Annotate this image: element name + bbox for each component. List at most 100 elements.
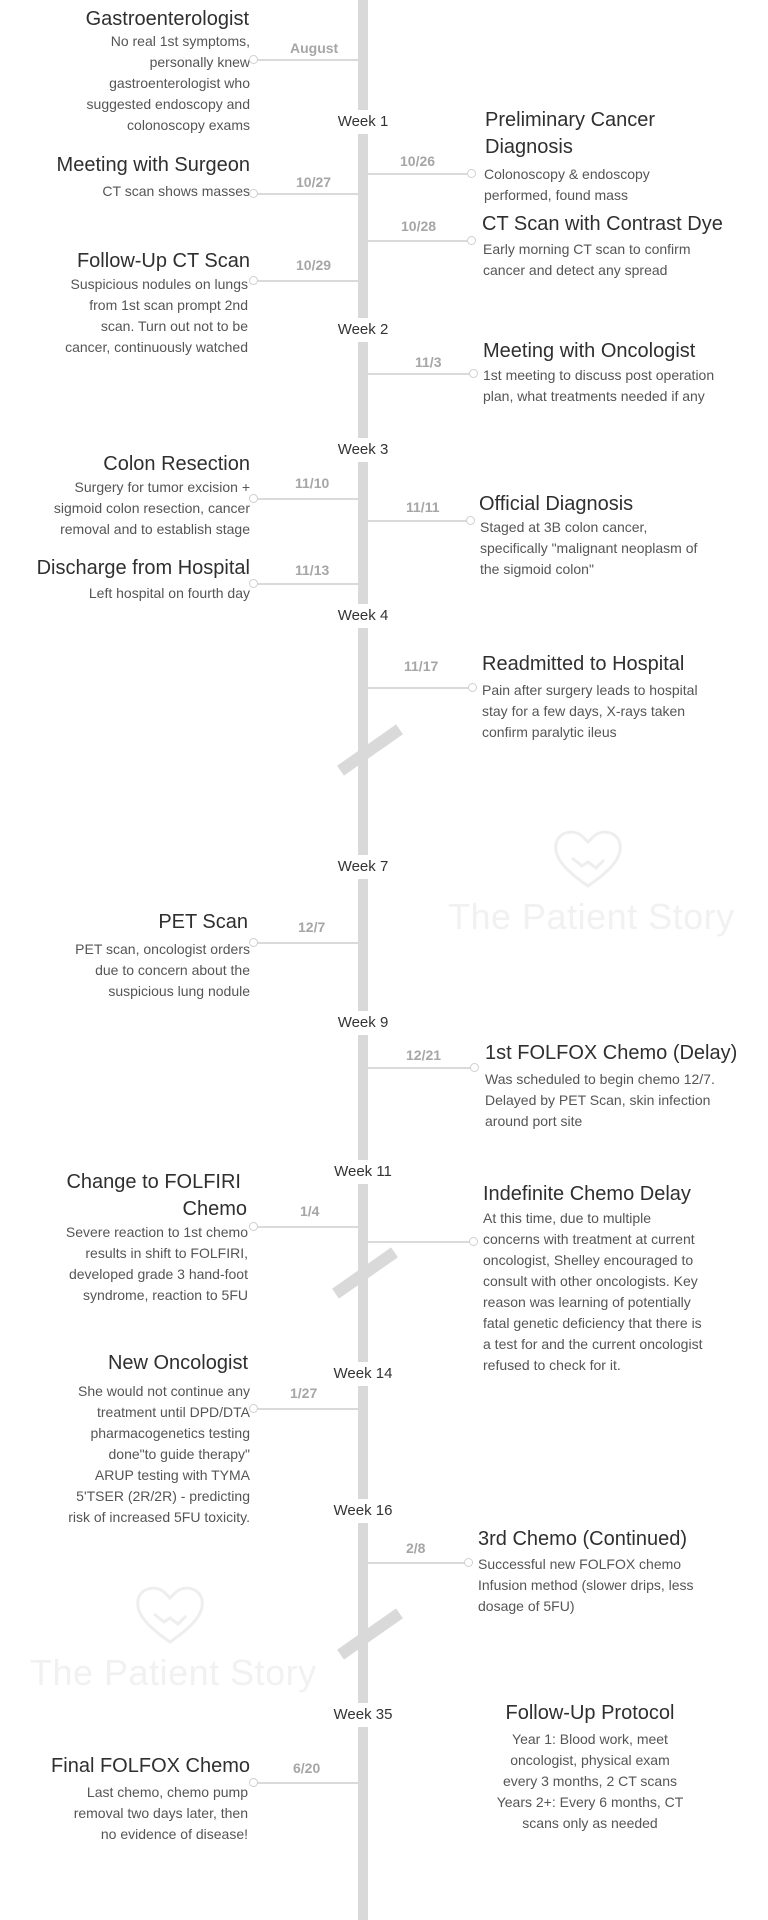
event-description: Staged at 3B colon cancer,specifically "… xyxy=(480,519,698,577)
week-label: Week 35 xyxy=(333,1706,393,1723)
connector-dot xyxy=(469,1237,478,1246)
week-label: Week 3 xyxy=(337,441,389,458)
week-gap xyxy=(330,1362,400,1386)
watermark-text: The Patient Story xyxy=(448,896,735,937)
connector-dot xyxy=(464,1558,473,1567)
connector-dot xyxy=(469,369,478,378)
event-description: CT scan shows masses xyxy=(102,183,250,199)
connector-line xyxy=(254,1408,358,1410)
event-title: Indefinite Chemo Delay xyxy=(483,1183,691,1205)
connector-dot xyxy=(466,516,475,525)
event-date: 11/17 xyxy=(404,658,439,674)
connector-line xyxy=(254,59,358,61)
event-date: August xyxy=(290,40,339,56)
connector-dot xyxy=(470,1063,479,1072)
week-gap xyxy=(330,438,400,462)
week-label: Week 9 xyxy=(337,1014,389,1031)
event-title: PET Scan xyxy=(158,911,248,933)
week-label: Week 4 xyxy=(337,607,389,624)
connector-dot xyxy=(468,683,477,692)
event-description: Left hospital on fourth day xyxy=(88,585,250,601)
connector-line xyxy=(254,193,358,195)
week-gap xyxy=(330,1011,400,1035)
event-title: Meeting with Surgeon xyxy=(56,154,250,176)
week-gap xyxy=(330,1499,400,1523)
week-label: Week 7 xyxy=(337,858,389,875)
connector-line xyxy=(254,583,358,585)
event-date: 10/29 xyxy=(296,257,332,273)
connector-dot xyxy=(467,169,476,178)
connector-dot xyxy=(249,189,258,198)
connector-dot xyxy=(249,276,258,285)
week-gap xyxy=(330,318,400,342)
timeline-break xyxy=(337,724,403,776)
event-title: 1st FOLFOX Chemo (Delay) xyxy=(485,1042,738,1064)
event-title: Official Diagnosis xyxy=(479,493,634,515)
connector-line xyxy=(368,173,468,175)
connector-dot xyxy=(249,55,258,64)
week-label: Week 2 xyxy=(337,321,389,338)
event-date: 12/7 xyxy=(298,919,326,935)
event-title: Readmitted to Hospital xyxy=(482,653,685,675)
event-date: 10/27 xyxy=(296,174,332,190)
event-title: Follow-Up Protocol xyxy=(505,1702,675,1724)
event-date: 11/10 xyxy=(295,475,330,491)
connector-line xyxy=(254,1782,358,1784)
connector-line xyxy=(368,1067,471,1069)
connector-line xyxy=(368,687,469,689)
connector-line xyxy=(254,942,358,944)
event-date: 10/26 xyxy=(400,153,436,169)
event-title: New Oncologist xyxy=(107,1352,248,1374)
timeline-break xyxy=(337,1608,403,1660)
connector-dot xyxy=(467,236,476,245)
week-gap xyxy=(330,110,400,134)
connector-line xyxy=(368,1562,465,1564)
week-gap xyxy=(330,1160,400,1184)
week-gap xyxy=(330,1703,400,1727)
week-label: Week 1 xyxy=(337,113,389,130)
connector-dot xyxy=(249,938,258,947)
watermark-handshake-icon xyxy=(552,828,624,890)
connector-dot xyxy=(249,1778,258,1787)
connector-line xyxy=(254,1226,358,1228)
week-label: Week 14 xyxy=(333,1365,393,1382)
event-title: CT Scan with Contrast Dye xyxy=(482,213,723,235)
connector-line xyxy=(368,373,470,375)
event-title: Meeting with Oncologist xyxy=(483,340,696,362)
event-date: 6/20 xyxy=(293,1760,321,1776)
week-gap xyxy=(330,855,400,879)
watermark-text: The Patient Story xyxy=(30,1652,317,1693)
event-title: Follow-Up CT Scan xyxy=(76,250,250,272)
week-gap xyxy=(330,604,400,628)
event-date: 12/21 xyxy=(406,1047,442,1063)
event-date: 1/27 xyxy=(290,1385,318,1401)
week-label: Week 16 xyxy=(333,1502,393,1519)
connector-line xyxy=(368,1241,470,1243)
event-title: Colon Resection xyxy=(103,453,250,475)
event-date: 11/11 xyxy=(406,499,440,515)
connector-line xyxy=(254,280,358,282)
connector-line xyxy=(368,520,467,522)
connector-line xyxy=(254,498,358,500)
watermark-handshake-icon xyxy=(134,1584,206,1646)
connector-dot xyxy=(249,579,258,588)
event-date: 11/3 xyxy=(415,354,442,370)
event-date: 11/13 xyxy=(295,562,330,578)
event-description: Was scheduled to begin chemo 12/7.Delaye… xyxy=(485,1071,715,1129)
connector-dot xyxy=(249,494,258,503)
event-date: 1/4 xyxy=(300,1203,320,1219)
event-date: 10/28 xyxy=(401,218,437,234)
